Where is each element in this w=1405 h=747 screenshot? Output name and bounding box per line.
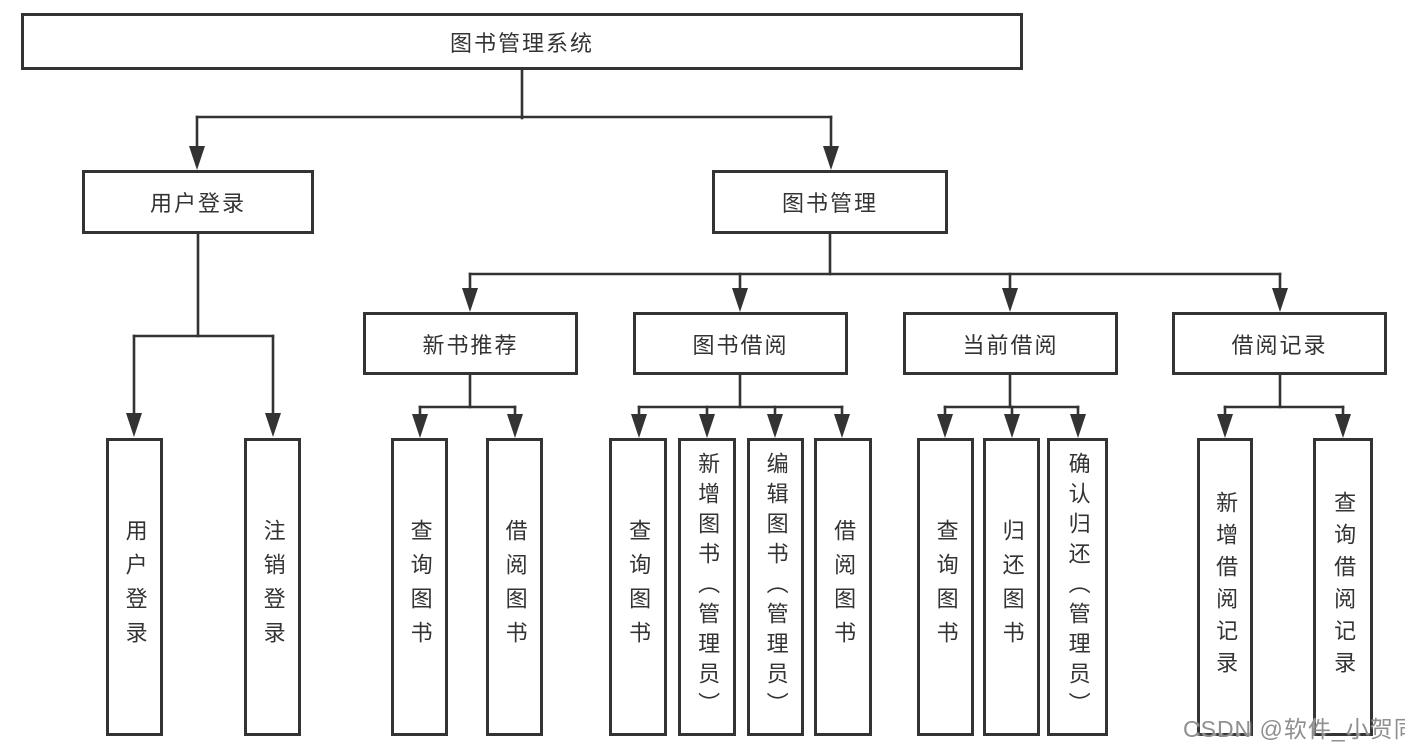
leaf-br-add-record-label: 新增借阅记录 — [1213, 491, 1239, 683]
leaf-logout: 注销登录 — [244, 438, 301, 736]
node-book-management-label: 图书管理 — [781, 191, 878, 216]
leaf-user-login-label: 用户登录 — [122, 519, 148, 655]
leaf-cb-confirm-return-admin-label: 确认归还（管理员） — [1065, 452, 1091, 722]
leaf-bb-query-books-label: 查询图书 — [626, 519, 652, 655]
node-current-borrow-label: 当前借阅 — [962, 332, 1059, 358]
leaf-user-login: 用户登录 — [106, 438, 163, 736]
leaf-cb-confirm-return-admin: 确认归还（管理员） — [1047, 438, 1108, 736]
leaf-nb-borrow-books: 借阅图书 — [486, 438, 543, 736]
node-root-label: 图书管理系统 — [449, 30, 594, 56]
leaf-cb-return-books: 归还图书 — [983, 438, 1040, 736]
leaf-br-query-record: 查询借阅记录 — [1313, 438, 1373, 736]
node-user-login-label: 用户登录 — [149, 191, 246, 216]
node-book-management: 图书管理 — [712, 170, 948, 234]
leaf-bb-edit-books-admin: 编辑图书（管理员） — [747, 438, 804, 736]
leaf-bb-add-books-admin: 新增图书（管理员） — [678, 438, 736, 736]
node-borrow-records-label: 借阅记录 — [1231, 332, 1328, 358]
leaf-cb-return-books-label: 归还图书 — [999, 519, 1025, 655]
leaf-bb-edit-books-admin-label: 编辑图书（管理员） — [763, 452, 789, 722]
leaf-bb-query-books: 查询图书 — [609, 438, 667, 736]
leaf-cb-query-books-label: 查询图书 — [933, 519, 959, 655]
leaf-cb-query-books: 查询图书 — [917, 438, 974, 736]
leaf-logout-label: 注销登录 — [260, 519, 286, 655]
csdn-watermark: CSDN @软件_小贺同学 — [1183, 716, 1405, 742]
node-book-borrow: 图书借阅 — [633, 312, 848, 375]
leaf-bb-borrow-books-label: 借阅图书 — [831, 519, 857, 655]
node-borrow-records: 借阅记录 — [1172, 312, 1387, 375]
node-new-book-recommend-label: 新书推荐 — [422, 332, 519, 358]
leaf-br-query-record-label: 查询借阅记录 — [1331, 491, 1357, 683]
leaf-nb-borrow-books-label: 借阅图书 — [502, 519, 528, 655]
leaf-br-add-record: 新增借阅记录 — [1197, 438, 1253, 736]
leaf-nb-query-books-label: 查询图书 — [407, 519, 433, 655]
leaf-bb-borrow-books: 借阅图书 — [814, 438, 872, 736]
node-current-borrow: 当前借阅 — [903, 312, 1118, 375]
node-root: 图书管理系统 — [21, 13, 1023, 70]
leaf-nb-query-books: 查询图书 — [391, 438, 448, 736]
node-user-login: 用户登录 — [82, 170, 314, 234]
leaf-bb-add-books-admin-label: 新增图书（管理员） — [695, 452, 721, 722]
node-book-borrow-label: 图书借阅 — [692, 332, 789, 358]
node-new-book-recommend: 新书推荐 — [363, 312, 578, 375]
